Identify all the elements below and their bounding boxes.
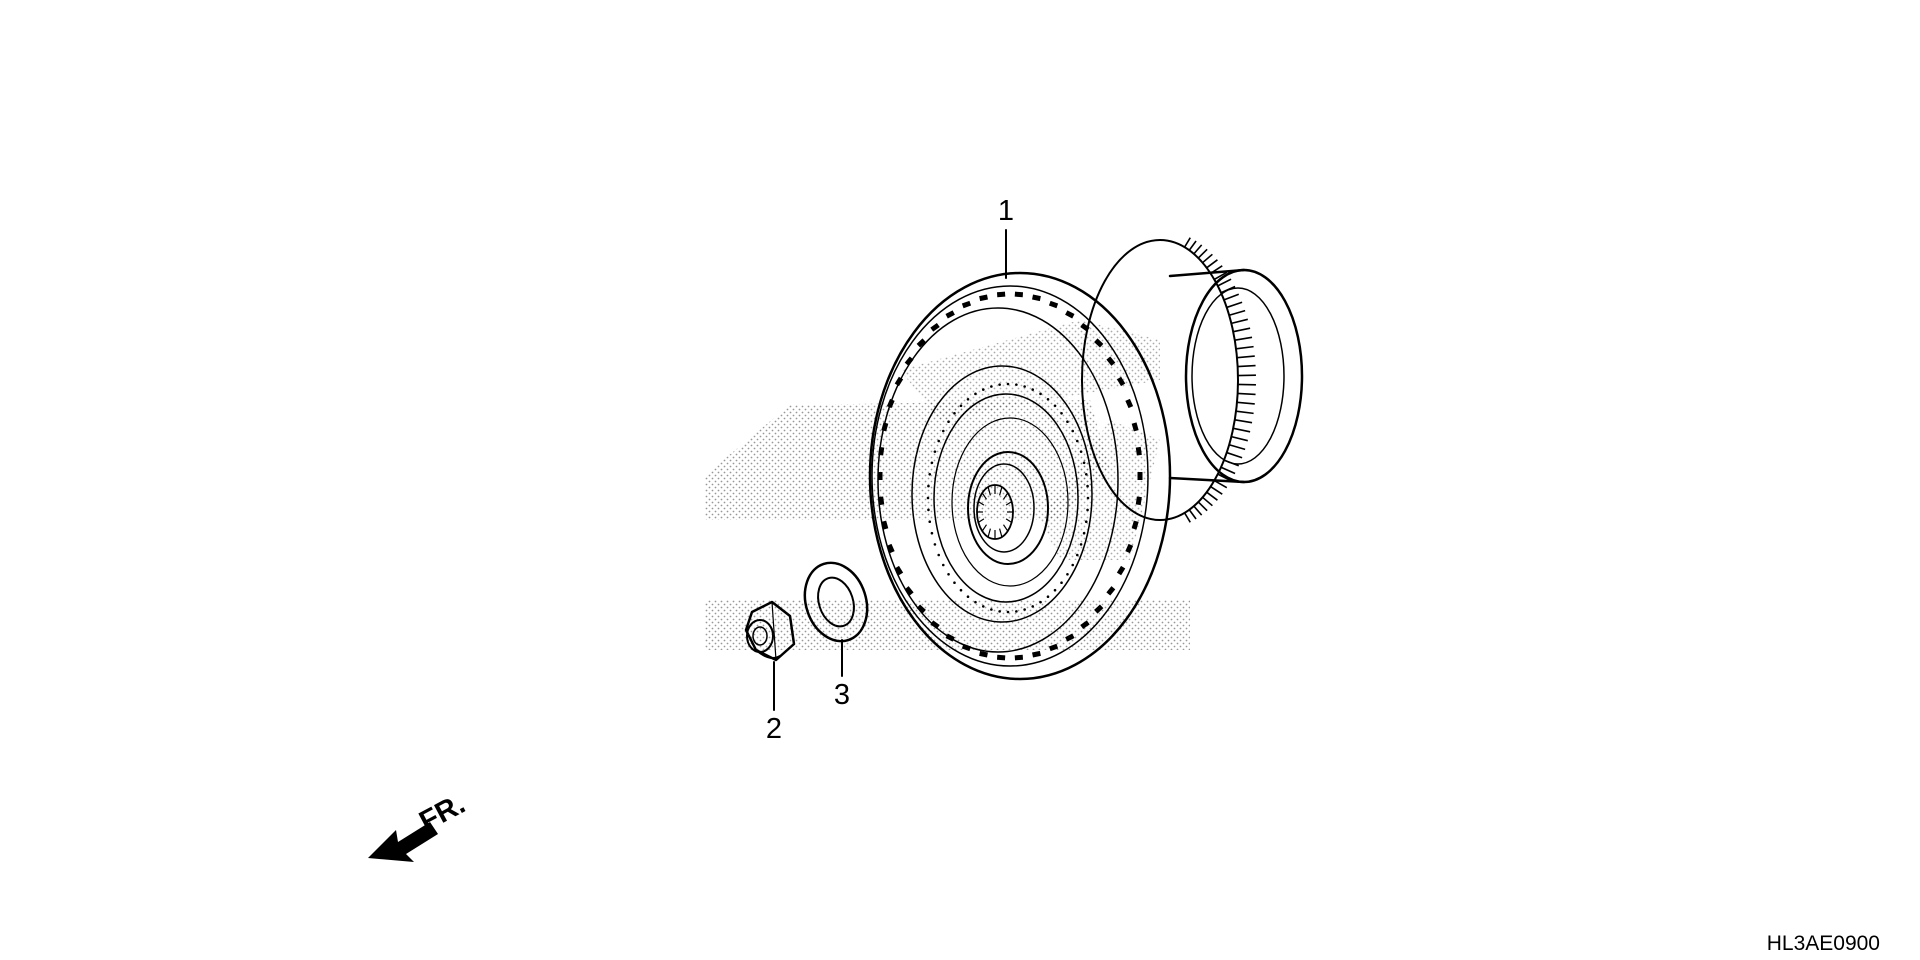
hub-spline	[977, 485, 1013, 539]
callout-1: 1	[998, 195, 1014, 227]
face-dot-ring	[926, 382, 1090, 614]
front-arrow-icon	[368, 822, 438, 862]
callout-3: 3	[834, 679, 850, 711]
diagram-code: HL3AE0900	[1767, 932, 1880, 955]
flange-nut-icon[interactable]	[744, 600, 796, 662]
torque-converter-icon[interactable]	[868, 237, 1304, 681]
ring-gear-teeth	[1183, 237, 1256, 523]
leader-lines	[773, 229, 1007, 711]
callout-2: 2	[766, 713, 782, 745]
rim-lugs	[877, 291, 1143, 661]
washer-icon[interactable]	[795, 555, 877, 650]
